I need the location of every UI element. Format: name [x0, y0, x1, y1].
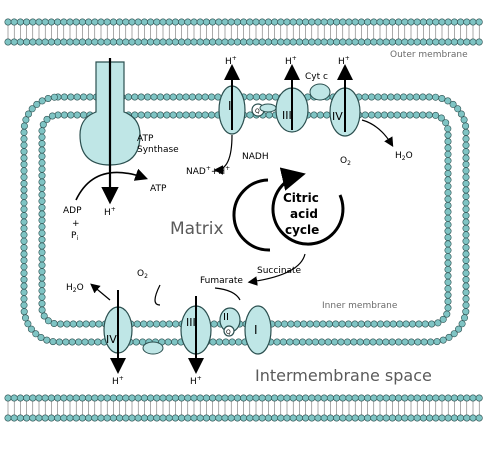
q-top-label: Q: [255, 108, 260, 115]
complex-I-bottom: [244, 305, 272, 355]
citric-acid-cycle: [232, 167, 345, 252]
succinate-label: Succinate: [257, 266, 302, 276]
pi-label: Pi: [71, 231, 78, 242]
q-bottom-label: Q: [226, 329, 231, 336]
outer-membrane-bottom: [4, 394, 483, 422]
o2-bottom-label: O2: [137, 269, 148, 280]
cycle-label-1: Citric: [283, 191, 319, 205]
h-plus-complex-I: H+: [225, 55, 237, 67]
complex-IV-top: [329, 64, 361, 137]
h-plus-complex-IV: H+: [338, 55, 350, 67]
complex-III-bottom-label: III: [186, 316, 196, 329]
nadh-label: NADH: [242, 152, 269, 162]
outer-membrane-label: Outer membrane: [390, 50, 468, 60]
cycle-label-3: cycle: [285, 223, 319, 237]
h-plus-atp: H+: [104, 206, 116, 218]
atp-synthase-label-1: ATP: [137, 134, 154, 144]
complex-III-top: [275, 64, 309, 133]
complex-IV-bottom-label: IV: [106, 333, 117, 346]
h-plus-bottom-III: H+: [190, 375, 202, 387]
fumarate-label: Fumarate: [200, 276, 243, 286]
complex-IV-top-label: IV: [332, 110, 343, 123]
h-plus-complex-III: H+: [285, 55, 297, 67]
complex-I-top-label: I: [228, 99, 232, 113]
atp-synthase: [79, 58, 141, 205]
complex-III-bottom: [180, 296, 212, 374]
reaction-arrows: [75, 119, 394, 306]
h-plus-bottom-IV: H+: [112, 375, 124, 387]
adp-label: ADP: [63, 206, 82, 216]
h2o-top-label: H2O: [395, 151, 413, 162]
q-top: [251, 103, 277, 117]
complex-IV-bottom: [103, 290, 164, 374]
cycle-label-2: acid: [290, 207, 318, 221]
complex-II-bottom: [219, 307, 241, 337]
o2-top-label: O2: [340, 156, 351, 167]
matrix-label: Matrix: [170, 219, 224, 239]
atp-label: ATP: [150, 184, 167, 194]
complex-I-top: [218, 64, 246, 135]
cyt-c-label: Cyt c: [305, 72, 328, 82]
complex-II-bottom-label: II: [223, 312, 229, 323]
plus-label: +: [72, 219, 80, 229]
complex-I-bottom-label: I: [254, 323, 258, 337]
nad-label: NAD++H+: [186, 165, 230, 177]
h2o-bottom-label: H2O: [66, 283, 84, 294]
inner-membrane-label: Inner membrane: [322, 301, 398, 311]
intermembrane-space-label: Intermembrane space: [255, 366, 432, 385]
outer-membrane-top: [4, 18, 483, 46]
atp-synthase-label-2: Synthase: [137, 145, 179, 155]
cyt-c: [309, 83, 331, 101]
complex-III-top-label: III: [282, 109, 292, 122]
